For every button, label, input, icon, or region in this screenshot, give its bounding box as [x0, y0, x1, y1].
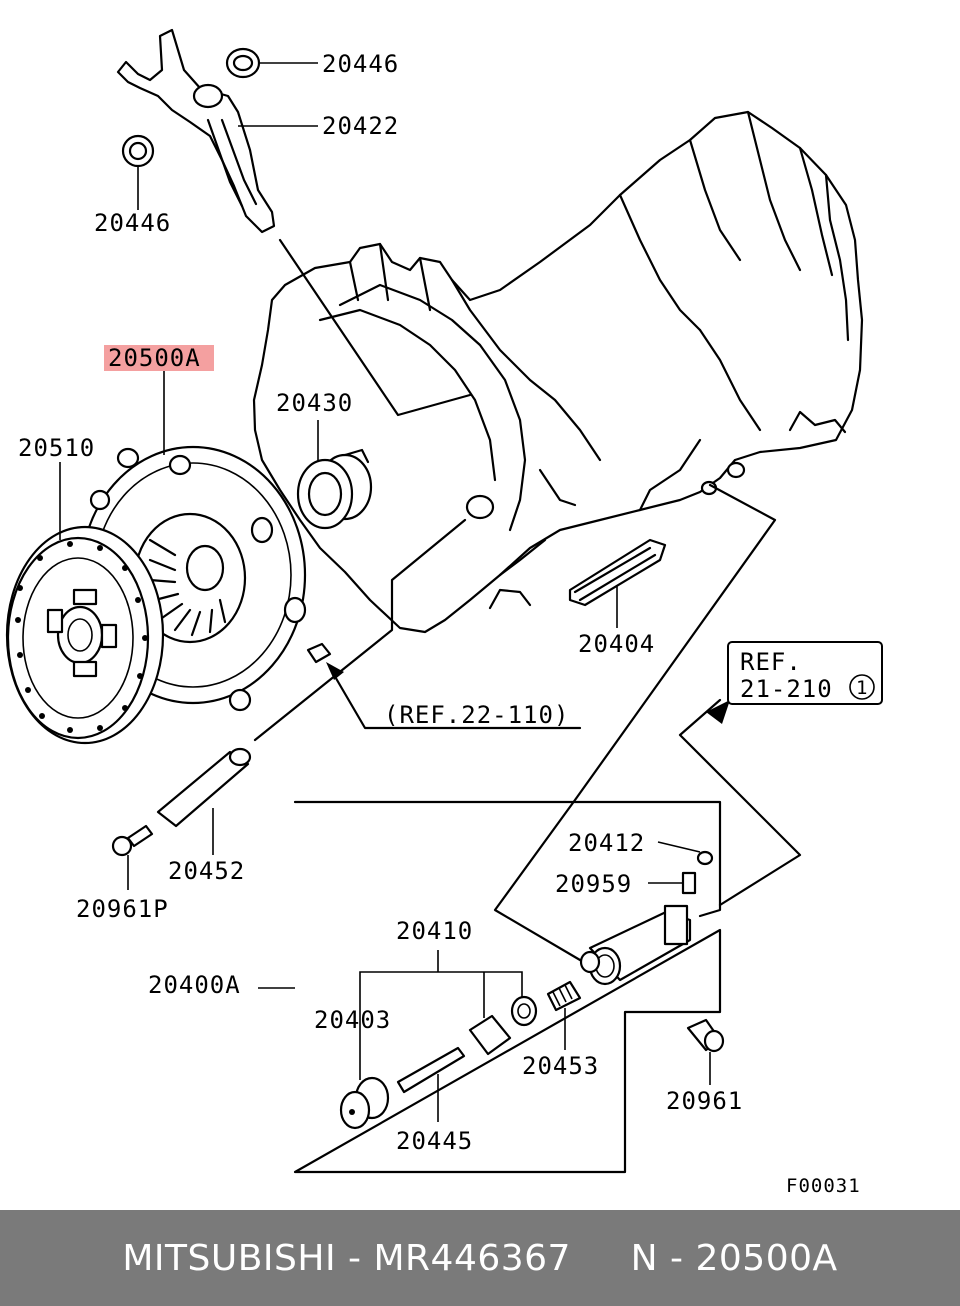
figure-code: F00031	[786, 1175, 861, 1197]
label-20961P: 20961P	[76, 895, 169, 923]
label-ref22-110: (REF.22-110)	[384, 701, 569, 729]
slave-cylinder-body	[579, 904, 692, 986]
boot-20446-left	[121, 134, 155, 168]
highlight-20500A	[104, 345, 214, 371]
footer-part-text: MITSUBISHI - MR446367 N - 20500A	[122, 1237, 838, 1279]
boot-20403	[339, 1076, 390, 1130]
seal-20410	[510, 995, 538, 1027]
label-ref21-line1: REF.	[740, 648, 802, 676]
clutch-fork-20422	[116, 28, 276, 234]
fork-guide-line	[278, 238, 472, 417]
bolt-20961	[686, 1018, 725, 1053]
label-20412: 20412	[568, 829, 645, 857]
label-20452: 20452	[168, 857, 245, 885]
label-20510: 20510	[18, 434, 95, 462]
cap-20412	[696, 850, 714, 866]
boot-20446-top	[225, 47, 261, 79]
bolt-20961P	[111, 824, 154, 857]
label-20961: 20961	[666, 1087, 743, 1115]
spring-20453	[546, 980, 582, 1012]
ref21-arrow-icon	[706, 700, 730, 724]
clutch-disc-20510	[5, 525, 165, 745]
release-bearing-20430	[296, 448, 373, 530]
part-number-footer: MITSUBISHI - MR446367 N - 20500A	[0, 1210, 960, 1306]
push-rod-20445	[396, 1046, 466, 1094]
label-20446-left: 20446	[94, 209, 171, 237]
label-20403: 20403	[314, 1006, 391, 1034]
label-ref21-circle: 1	[856, 677, 868, 699]
ref22-arrow-icon	[326, 662, 344, 680]
bleeder-20959	[681, 871, 697, 895]
piston-cup	[468, 1014, 512, 1056]
label-20445: 20445	[396, 1127, 473, 1155]
label-20422: 20422	[322, 112, 399, 140]
ref21-route-line	[678, 698, 802, 907]
label-20410: 20410	[396, 917, 473, 945]
label-20959: 20959	[555, 870, 632, 898]
cylinder-kit-box	[293, 800, 722, 1174]
label-ref21-line2: 21-210	[740, 675, 833, 703]
label-20400A: 20400A	[148, 971, 241, 999]
pivot-20452	[156, 747, 252, 828]
pipe-route-line	[493, 483, 777, 962]
label-20404: 20404	[578, 630, 655, 658]
damper-20404	[568, 538, 667, 607]
label-20430: 20430	[276, 389, 353, 417]
pilot-pin	[306, 642, 332, 664]
leader-lines	[59, 62, 711, 1122]
label-20500A: 20500A	[108, 344, 201, 372]
label-20446-top: 20446	[322, 50, 399, 78]
ref22-leader	[328, 666, 582, 730]
label-20453: 20453	[522, 1052, 599, 1080]
center-guide-line	[253, 518, 467, 742]
transmission-housing	[252, 110, 864, 634]
ref21-box	[727, 641, 883, 705]
clutch-exploded-diagram: 20446 20422 20446 20500A 20430 20510 204…	[5, 28, 883, 1197]
